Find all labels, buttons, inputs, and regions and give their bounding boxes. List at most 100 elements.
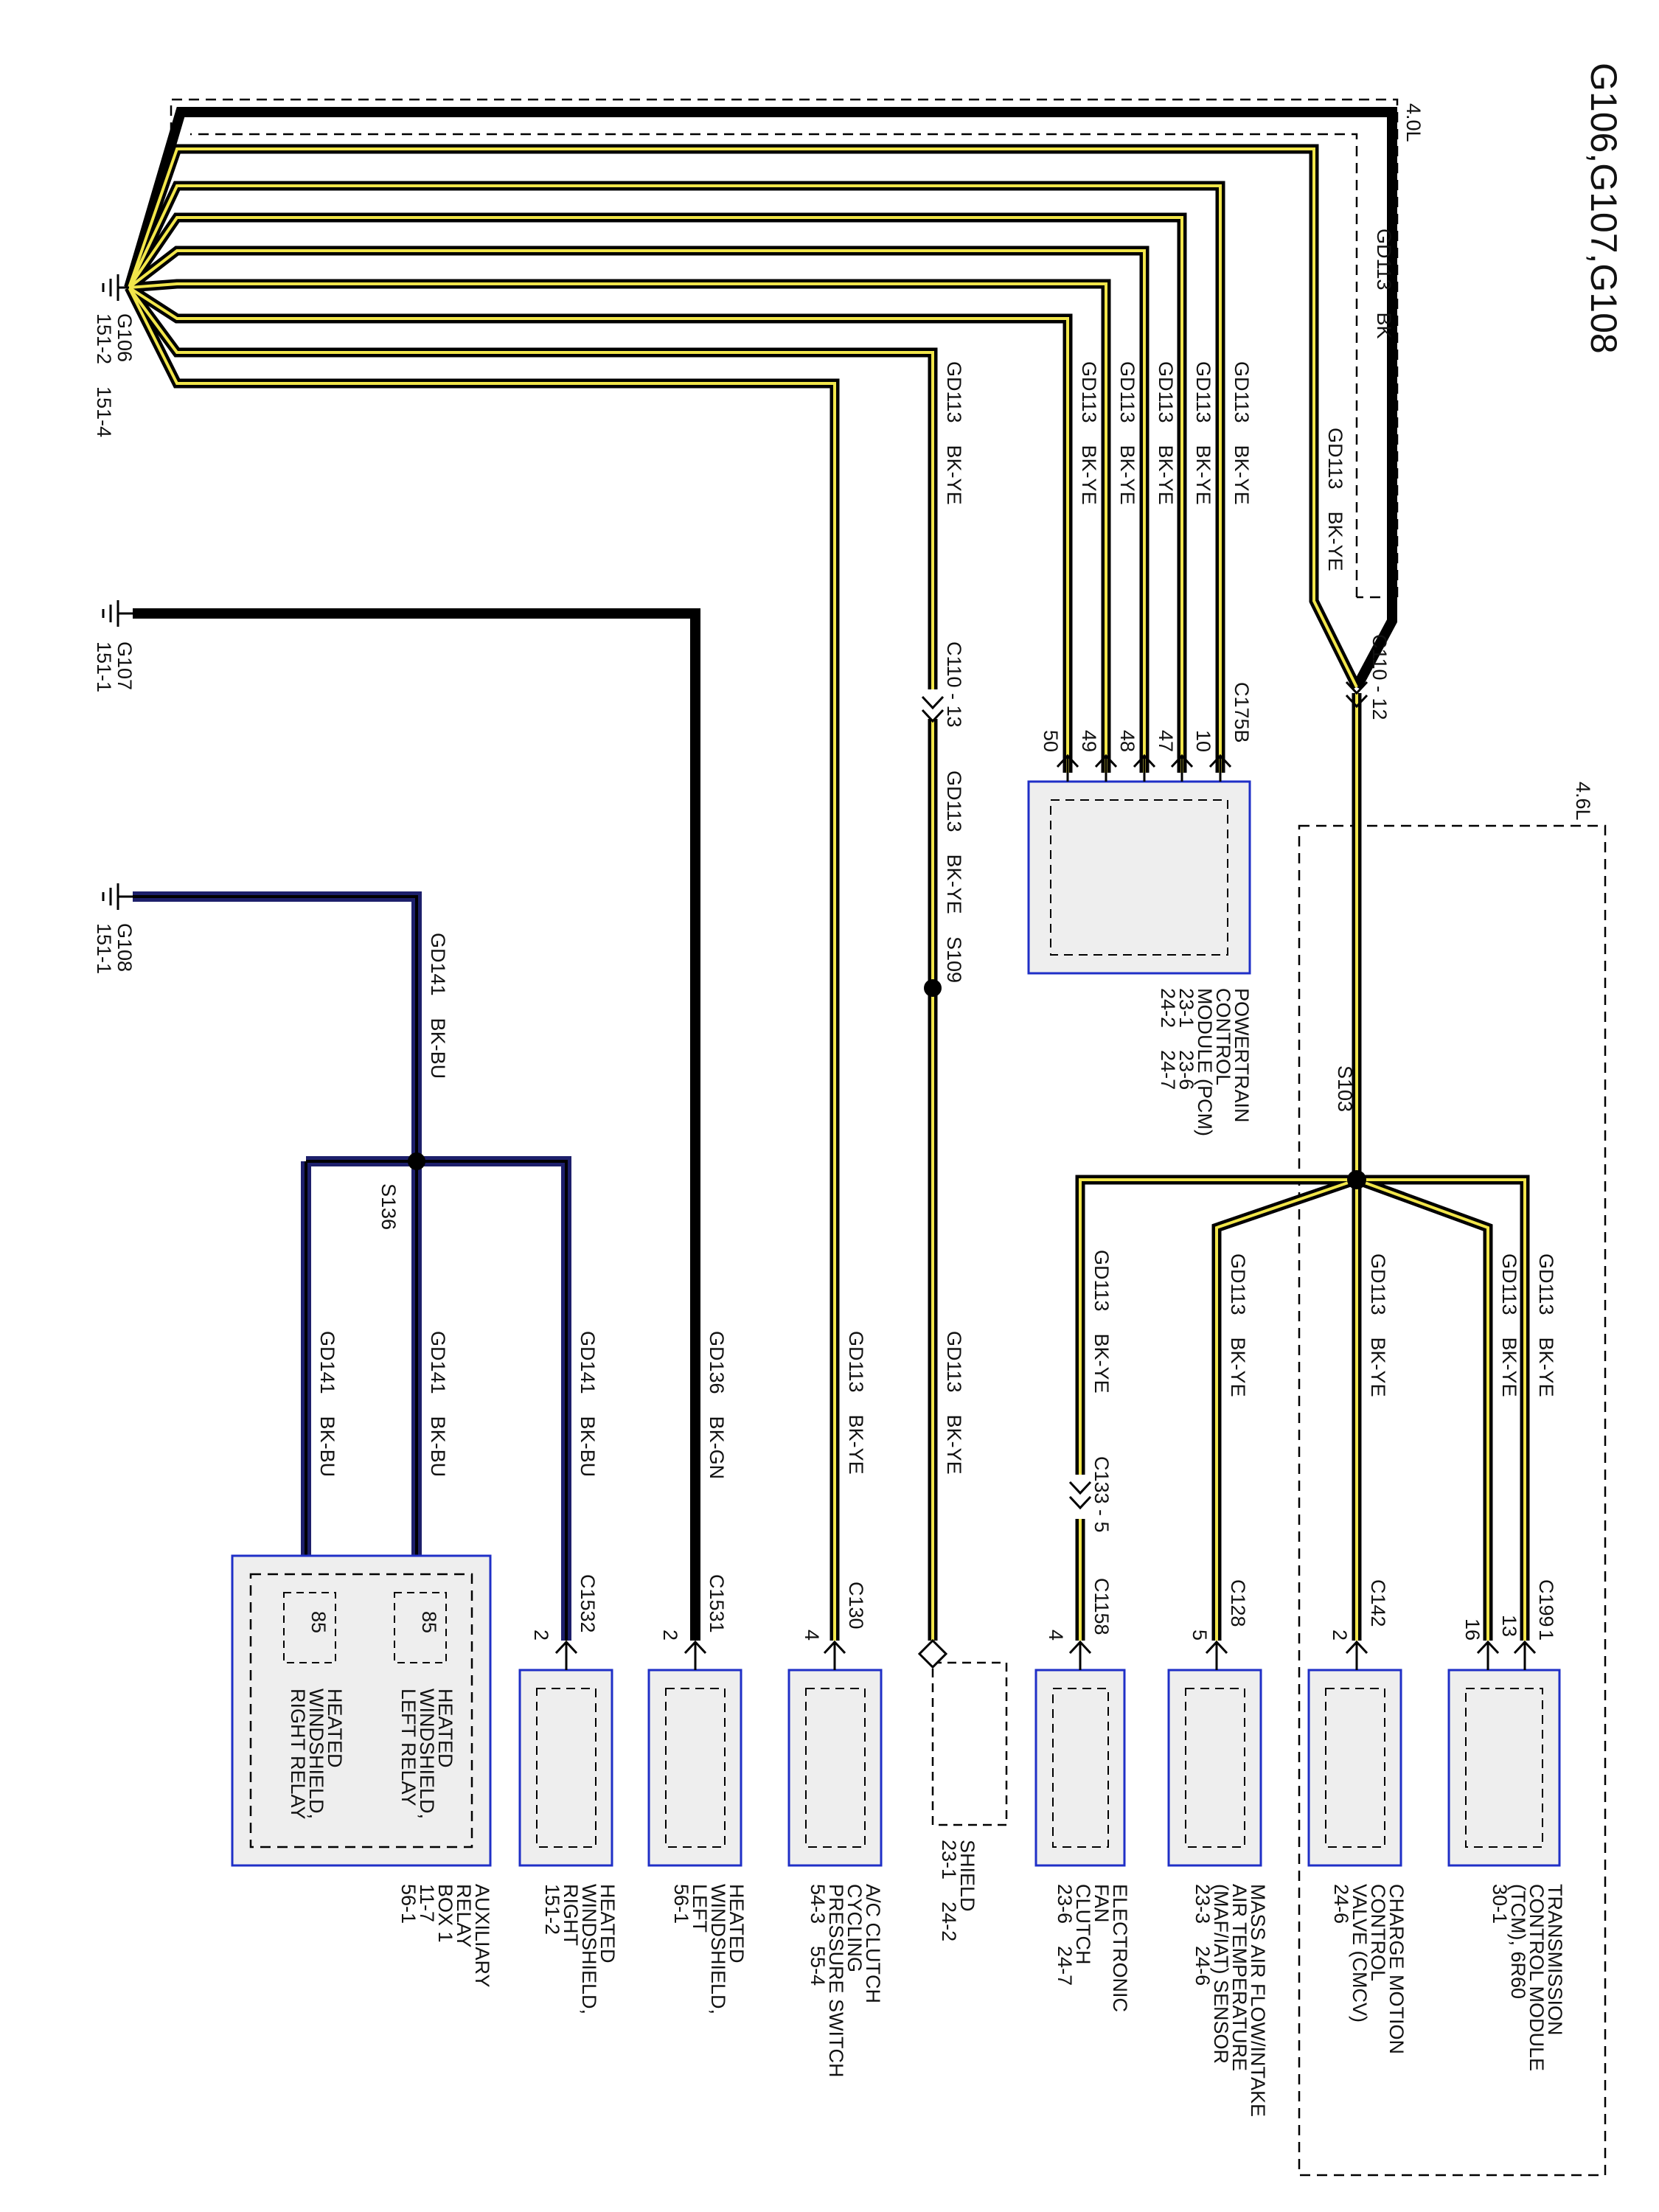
svg-text:HEATED: HEATED	[597, 1884, 619, 1964]
wire-bkye-c175b	[125, 181, 1225, 773]
svg-text:CONTROL MODULE: CONTROL MODULE	[1526, 1884, 1548, 2071]
hwr-label: HEATED WINDSHIELD, RIGHT 151-2	[541, 1884, 619, 2014]
svg-text:23-3 24-6: 23-3 24-6	[1192, 1884, 1214, 1986]
fan-pin: 4	[1045, 1630, 1067, 1641]
svg-text:CLUTCH: CLUTCH	[1072, 1884, 1094, 1965]
splice-s109-label: S109	[943, 936, 965, 983]
connector-c133-label: C133 - 5	[1091, 1456, 1113, 1533]
wire-label-fan-bkye: GD113 BK-YE	[1091, 1250, 1113, 1394]
wire-label-pin10-bkye: GD113 BK-YE	[1192, 361, 1214, 505]
svg-text:WINDSHIELD,: WINDSHIELD,	[578, 1884, 600, 2014]
wire-label-pin47-bkye: GD113 BK-YE	[1155, 361, 1177, 505]
wire-label-tcm13-bkye: GD113 BK-YE	[1498, 1253, 1520, 1397]
wire-bkye-c130	[125, 285, 840, 1641]
ground-g106-icon	[102, 274, 129, 301]
ac-switch-module	[787, 1669, 883, 1867]
svg-text:RELAY: RELAY	[453, 1884, 475, 1948]
wire-bkye-c110-13	[125, 285, 938, 689]
splice-s136	[408, 1152, 425, 1170]
wire-bkye-pin47	[126, 246, 1150, 773]
variant-4-0l-label: 4.0L	[1402, 103, 1425, 142]
tcm-module	[1447, 1669, 1561, 1867]
pcm-pin-c175b: C175B	[1231, 682, 1253, 743]
auxiliary-relay-box-label: AUXILIARY RELAY BOX 1 11-7 56-1	[397, 1884, 493, 1988]
ground-g107-icon	[102, 600, 133, 627]
relay-right-label: HEATED WINDSHIELD, RIGHT RELAY	[287, 1688, 346, 1820]
connector-c110-12-icon	[1345, 681, 1368, 709]
svg-text:24-2 24-7: 24-2 24-7	[1157, 988, 1179, 1090]
wire-label-gd113-bk: GD113 BK	[1373, 229, 1395, 339]
wire-label-c110-13-bkye: GD113 BK-YE	[943, 361, 965, 505]
svg-text:CYCLING: CYCLING	[844, 1884, 866, 1972]
svg-text:30-1: 30-1	[1489, 1884, 1511, 1924]
tcm-pin-16: 16	[1461, 1618, 1484, 1641]
svg-text:A/C CLUTCH: A/C CLUTCH	[862, 1884, 884, 2003]
svg-text:CONTROL: CONTROL	[1367, 1884, 1389, 1981]
ground-g108-name: G108	[114, 923, 136, 972]
ground-g106-name: G106	[114, 313, 136, 362]
fan-connector-label: C1158	[1091, 1578, 1113, 1635]
svg-text:WINDSHIELD,: WINDSHIELD,	[707, 1884, 729, 2014]
svg-text:WINDSHIELD,: WINDSHIELD,	[305, 1688, 327, 1819]
wire-label-shield-bkye: GD113 BK-YE	[943, 1331, 965, 1475]
maf-iat-module	[1167, 1669, 1262, 1867]
wire-label-gd141-right: GD141 BK-BU	[316, 1331, 338, 1477]
hwl-connector-label: C1531	[706, 1574, 728, 1633]
wire-label-gd141-left: GD141 BK-BU	[427, 1331, 449, 1477]
maf-pin-connector	[1205, 1640, 1228, 1670]
hwl-label: HEATED WINDSHIELD, LEFT 56-1	[670, 1884, 748, 2014]
pcm-pin-48: 48	[1116, 730, 1138, 752]
pcm-pin-50: 50	[1040, 730, 1062, 752]
maf-pin: 5	[1189, 1630, 1211, 1641]
variant-4-6l-label: 4.6L	[1572, 782, 1594, 821]
ground-g107-refs: 151-1	[93, 641, 115, 692]
hwl-pin: 2	[659, 1630, 681, 1641]
tcm-pin-1: 1	[1535, 1630, 1557, 1641]
relay-right-pin: 85	[307, 1611, 330, 1633]
svg-text:MODULE (PCM): MODULE (PCM)	[1194, 988, 1216, 1136]
hwr-pin-connector	[554, 1640, 578, 1670]
tcm-label: TRANSMISSION CONTROL MODULE (TCM), 6R60 …	[1489, 1884, 1566, 2071]
splice-s103-label: S103	[1334, 1065, 1356, 1112]
svg-text:LEFT RELAY: LEFT RELAY	[397, 1688, 420, 1806]
svg-text:HEATED: HEATED	[324, 1688, 346, 1768]
connector-c110-13-label: C110 - 13	[943, 641, 965, 728]
svg-text:(MAF/IAT) SENSOR: (MAF/IAT) SENSOR	[1210, 1884, 1232, 2064]
svg-text:POWERTRAIN: POWERTRAIN	[1231, 988, 1253, 1123]
svg-text:MASS AIR FLOW/INTAKE: MASS AIR FLOW/INTAKE	[1247, 1884, 1269, 2117]
fan-pin-connector	[1068, 1640, 1092, 1670]
svg-text:VALVE (CMCV): VALVE (CMCV)	[1349, 1884, 1371, 2023]
svg-text:RIGHT RELAY: RIGHT RELAY	[287, 1688, 309, 1820]
svg-text:54-3 55-4: 54-3 55-4	[807, 1884, 829, 1986]
ac-pin: 4	[801, 1630, 823, 1641]
fan-label: ELECTRONIC FAN CLUTCH 23-6 24-7	[1054, 1884, 1131, 2012]
g108-wires	[133, 891, 571, 1641]
wire-label-c130-bkye: GD113 BK-YE	[845, 1331, 867, 1475]
splice-s136-label: S136	[378, 1183, 400, 1230]
svg-text:HEATED: HEATED	[434, 1688, 456, 1768]
svg-text:56-1: 56-1	[670, 1884, 692, 1924]
splice-s103	[1347, 1170, 1366, 1189]
tcm-pin-13: 13	[1498, 1615, 1520, 1637]
svg-text:23-1 24-2: 23-1 24-2	[938, 1840, 960, 1941]
svg-text:11-7: 11-7	[416, 1884, 438, 1922]
wire-label-c175b-bkye: GD113 BK-YE	[1231, 361, 1253, 505]
heated-windshield-right-module	[518, 1669, 613, 1867]
ac-label: A/C CLUTCH CYCLING PRESSURE SWITCH 54-3 …	[807, 1884, 884, 2078]
wire-gd113-bk-main	[124, 107, 1397, 690]
tcm-connector-label: C199	[1535, 1579, 1557, 1627]
splice-s109	[924, 979, 942, 997]
wire-label-outer-bkye: GD113 BK-YE	[1324, 428, 1346, 571]
cmcv-pin: 2	[1329, 1630, 1351, 1641]
connector-c110-13-icon	[921, 695, 945, 723]
cmcv-label: CHARGE MOTION CONTROL VALVE (CMCV) 24-6	[1330, 1884, 1408, 2054]
shield-icon	[917, 1638, 1008, 1826]
svg-text:HEATED: HEATED	[726, 1884, 748, 1964]
relay-left-label: HEATED WINDSHIELD, LEFT RELAY	[397, 1688, 456, 1819]
pcm-pin-49: 49	[1078, 730, 1100, 752]
svg-text:PRESSURE SWITCH: PRESSURE SWITCH	[825, 1884, 847, 2078]
wire-gd136-bkgn	[133, 608, 700, 1641]
relay-left-pin: 85	[418, 1611, 440, 1633]
svg-text:FAN: FAN	[1091, 1884, 1113, 1923]
hwr-connector-label: C1532	[577, 1574, 599, 1633]
